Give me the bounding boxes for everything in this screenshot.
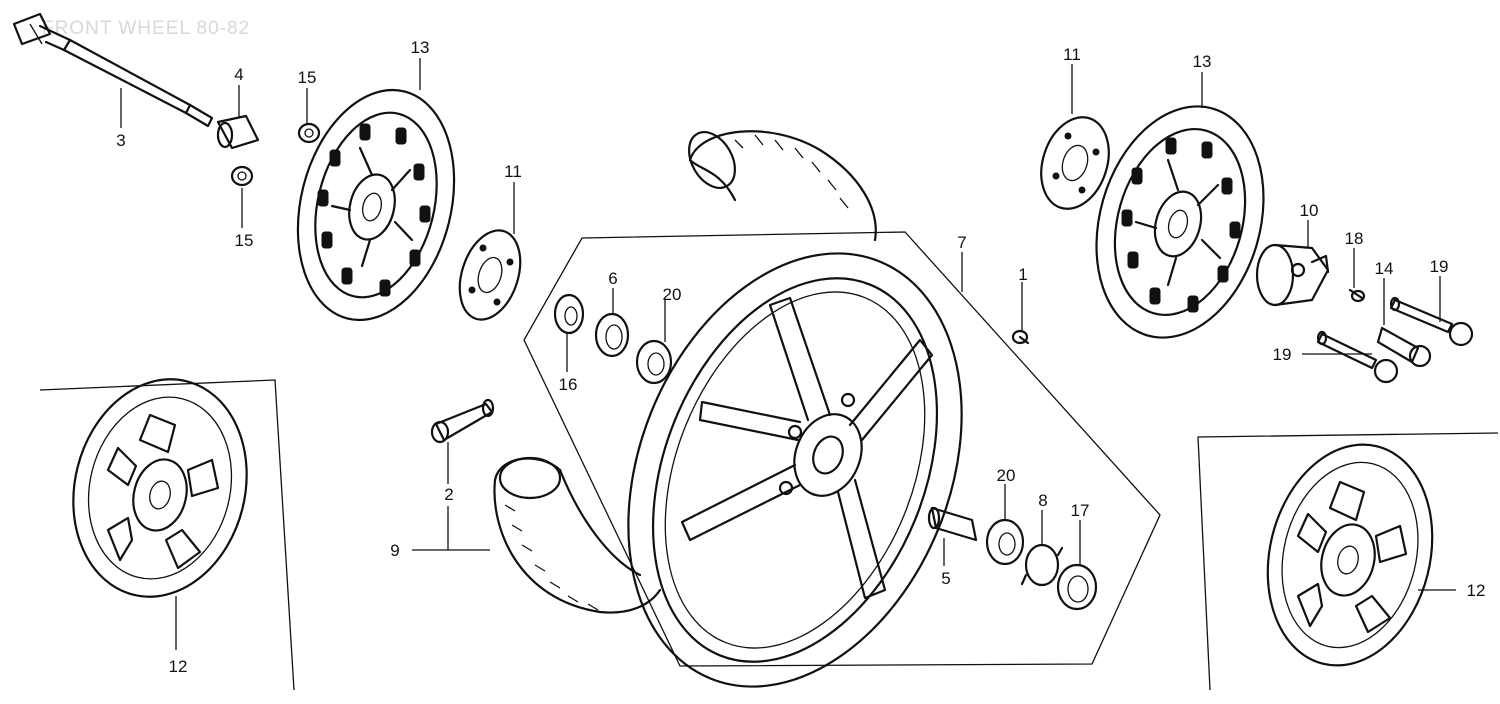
small-bolt xyxy=(1348,288,1366,303)
alt-disc-box-right xyxy=(1197,432,1499,691)
brake-disc-alt-left xyxy=(72,378,248,598)
hex-nut-lower xyxy=(230,165,254,187)
bearing-right xyxy=(985,518,1025,566)
callout-19-upper: 19 xyxy=(1430,257,1449,276)
axle-pinch-bolt xyxy=(1376,326,1432,368)
callout-16: 16 xyxy=(559,375,578,394)
callout-18: 18 xyxy=(1345,229,1364,248)
brake-disc-right xyxy=(1095,105,1265,339)
disc-flange-right xyxy=(1040,116,1110,210)
callout-9: 9 xyxy=(390,541,399,560)
callout-8: 8 xyxy=(1038,491,1047,510)
dust-seal-left xyxy=(553,293,585,335)
speedometer-gearbox xyxy=(1255,243,1330,307)
holder-bolt-lower xyxy=(1316,330,1399,384)
leader-lines xyxy=(120,58,1456,650)
alt-disc-box-left xyxy=(39,379,295,691)
callout-11-left: 11 xyxy=(504,162,522,181)
callout-20-right: 20 xyxy=(997,466,1016,485)
callout-7: 7 xyxy=(957,233,966,252)
callout-6: 6 xyxy=(608,269,617,288)
callout-17: 17 xyxy=(1071,501,1090,520)
callout-13-right: 13 xyxy=(1193,52,1212,71)
bearing-left xyxy=(635,339,673,385)
callout-12-left: 12 xyxy=(169,657,188,676)
callout-13-left: 13 xyxy=(411,38,430,57)
callout-14: 14 xyxy=(1375,259,1394,278)
disc-flange-left xyxy=(458,229,522,321)
callout-11-right: 11 xyxy=(1063,45,1081,64)
disc-bolt xyxy=(1011,329,1030,345)
callout-2: 2 xyxy=(444,485,453,504)
speedometer-gear-retainer xyxy=(1020,543,1064,587)
wheel-rim xyxy=(627,252,963,688)
assembly-outline xyxy=(523,231,1161,667)
hex-nut-upper xyxy=(297,122,321,144)
callout-15-upper: 15 xyxy=(298,68,317,87)
distance-collar xyxy=(927,506,978,542)
callout-20-left: 20 xyxy=(663,285,682,304)
callout-15-lower: 15 xyxy=(235,231,254,250)
brake-disc-alt-right xyxy=(1266,443,1434,667)
diagram-title: FRONT WHEEL 80-82 xyxy=(42,18,250,39)
holder-bolt-upper xyxy=(1389,296,1474,347)
brake-disc-left xyxy=(296,88,456,322)
dust-seal-right xyxy=(1056,563,1098,611)
axle-spacer xyxy=(216,114,260,150)
callout-3: 3 xyxy=(116,131,125,150)
callout-4: 4 xyxy=(234,65,243,84)
callout-labels: 1 2 3 4 5 6 7 8 9 10 11 11 12 12 13 13 1… xyxy=(116,38,1485,676)
callout-10: 10 xyxy=(1300,201,1319,220)
tire-valve xyxy=(430,398,495,444)
retainer-ring xyxy=(594,312,630,358)
callout-19-lower: 19 xyxy=(1273,345,1292,364)
callout-12-right: 12 xyxy=(1467,581,1486,600)
front-axle xyxy=(12,12,214,128)
callout-5: 5 xyxy=(941,569,950,588)
callout-1: 1 xyxy=(1018,265,1027,284)
front-tire xyxy=(493,130,877,614)
